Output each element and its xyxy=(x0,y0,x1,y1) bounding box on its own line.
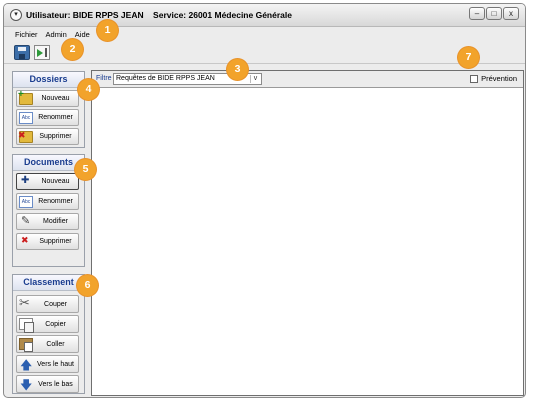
dossiers-title: Dossiers xyxy=(13,72,84,88)
move-up-button[interactable]: Vers le haut xyxy=(16,355,79,377)
close-button[interactable]: x xyxy=(503,7,519,20)
dossiers-group: Dossiers Nouveau Renommer Supprimer xyxy=(12,71,85,148)
move-up-label: Vers le haut xyxy=(37,360,74,368)
export-icon[interactable] xyxy=(34,45,50,60)
callout-badge-2: 2 xyxy=(62,39,83,60)
folder-delete-icon xyxy=(18,130,33,143)
plus-icon xyxy=(19,175,33,188)
callout-badge-3: 3 xyxy=(227,59,248,80)
document-new-label: Nouveau xyxy=(41,178,70,185)
menu-admin[interactable]: Admin xyxy=(45,29,67,39)
paste-icon xyxy=(19,338,33,352)
chevron-down-icon[interactable]: v xyxy=(250,75,260,83)
filter-bar: Filtre Requêtes de BIDE RPPS JEAN v Prév… xyxy=(92,71,523,88)
dossier-new-button[interactable]: Nouveau xyxy=(16,89,79,107)
content-panel: Filtre Requêtes de BIDE RPPS JEAN v Prév… xyxy=(91,70,524,396)
window-title: Utilisateur: BIDE RPPS JEAN Service: 260… xyxy=(26,10,292,20)
classement-title: Classement xyxy=(13,275,84,291)
callout-badge-4: 4 xyxy=(78,79,99,100)
prevention-checkbox[interactable] xyxy=(470,74,479,83)
documents-group: Documents Nouveau Renommer Modifier Supp… xyxy=(12,154,85,267)
filter-value: Requêtes de BIDE RPPS JEAN xyxy=(116,75,215,82)
folder-add-icon xyxy=(18,89,33,105)
paste-label: Coller xyxy=(46,340,65,348)
prevention-toggle[interactable]: Prévention xyxy=(470,74,517,83)
arrow-up-icon xyxy=(19,356,33,377)
move-down-button[interactable]: Vers le bas xyxy=(16,375,79,397)
document-new-button[interactable]: Nouveau xyxy=(16,173,79,190)
document-list-area[interactable] xyxy=(92,88,523,395)
dossier-rename-button[interactable]: Renommer xyxy=(16,109,79,126)
prevention-label: Prévention xyxy=(481,74,517,83)
delete-icon xyxy=(19,235,33,248)
title-bar: ▾ Utilisateur: BIDE RPPS JEAN Service: 2… xyxy=(4,4,525,27)
menu-fichier[interactable]: Fichier xyxy=(15,29,38,39)
cut-button[interactable]: Couper xyxy=(16,295,79,313)
menu-aide[interactable]: Aide xyxy=(74,29,90,39)
cut-label: Couper xyxy=(44,300,67,308)
filter-label: Filtre xyxy=(96,75,112,82)
system-menu-icon[interactable]: ▾ xyxy=(10,9,22,21)
maximize-button[interactable]: □ xyxy=(486,7,502,20)
scissors-icon xyxy=(19,295,33,311)
document-delete-label: Supprimer xyxy=(39,238,72,245)
rename-icon xyxy=(19,111,33,124)
copy-button[interactable]: Copier xyxy=(16,315,79,333)
toolbar xyxy=(4,42,525,64)
main-window: ▾ Utilisateur: BIDE RPPS JEAN Service: 2… xyxy=(3,3,526,398)
dossier-rename-label: Renommer xyxy=(38,114,73,121)
minimize-button[interactable]: – xyxy=(469,7,485,20)
dossier-new-label: Nouveau xyxy=(41,95,70,102)
copy-label: Copier xyxy=(45,320,66,328)
classement-group: Classement Couper Copier Coller Vers le … xyxy=(12,274,85,397)
menu-bar: Fichier Admin Aide xyxy=(4,27,525,41)
callout-badge-6: 6 xyxy=(77,275,98,296)
dossier-delete-label: Supprimer xyxy=(39,133,72,140)
save-icon[interactable] xyxy=(14,45,30,60)
move-down-label: Vers le bas xyxy=(38,380,73,388)
pencil-icon xyxy=(19,214,33,228)
document-delete-button[interactable]: Supprimer xyxy=(16,233,79,250)
dossier-delete-button[interactable]: Supprimer xyxy=(16,128,79,145)
document-edit-button[interactable]: Modifier xyxy=(16,213,79,230)
rename-icon xyxy=(19,195,33,208)
paste-button[interactable]: Coller xyxy=(16,335,79,353)
callout-badge-1: 1 xyxy=(97,20,118,41)
documents-title: Documents xyxy=(13,155,84,171)
window-controls: – □ x xyxy=(469,7,519,20)
callout-badge-7: 7 xyxy=(458,47,479,68)
callout-badge-5: 5 xyxy=(75,159,96,180)
document-rename-button[interactable]: Renommer xyxy=(16,193,79,210)
document-rename-label: Renommer xyxy=(38,198,73,205)
document-edit-label: Modifier xyxy=(43,218,68,225)
filter-select[interactable]: Requêtes de BIDE RPPS JEAN v xyxy=(113,73,262,85)
arrow-down-icon xyxy=(19,376,33,397)
copy-icon xyxy=(19,318,34,333)
